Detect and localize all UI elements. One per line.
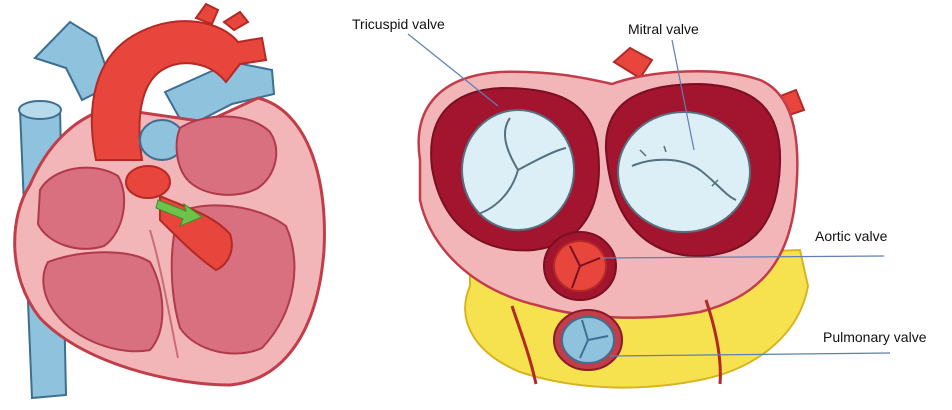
- aortic-valve: [544, 232, 616, 300]
- pulmonary-valve: [554, 310, 622, 370]
- mitral-valve-leaflets: [618, 112, 750, 232]
- heart-cross-section: [15, 4, 325, 398]
- tricuspid-valve-leaflets: [462, 110, 574, 230]
- mitral-valve-label: Mitral valve: [628, 21, 699, 37]
- pulmonary-valve-label: Pulmonary valve: [823, 329, 927, 345]
- tricuspid-valve-label: Tricuspid valve: [352, 16, 445, 32]
- left-atrium: [177, 116, 277, 194]
- aortic-valve-label: Aortic valve: [815, 228, 887, 244]
- valve-plane-top-view: [419, 48, 808, 388]
- right-atrium: [38, 168, 124, 249]
